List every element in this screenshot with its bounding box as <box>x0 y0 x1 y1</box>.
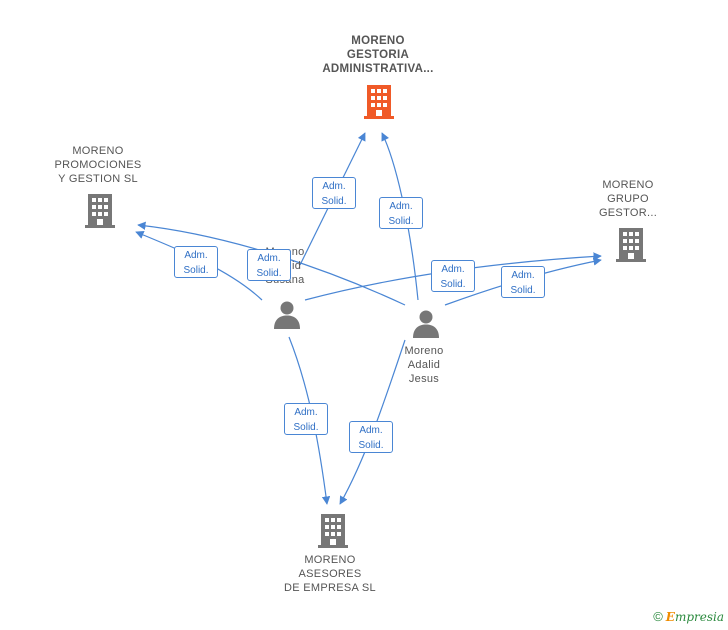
node-label-grupo: MORENO GRUPO GESTOR... <box>598 179 658 219</box>
edge-label-jesus-grupo[interactable]: Adm.Solid. <box>501 266 545 298</box>
node-label-promociones: MORENO PROMOCIONES Y GESTION SL <box>54 145 142 185</box>
edge-label-jesus-gestoria[interactable]: Adm.Solid. <box>379 197 423 229</box>
building-icon[interactable] <box>616 227 646 263</box>
person-icon[interactable] <box>272 300 302 330</box>
edge-label-susana-gestoria[interactable]: Adm.Solid. <box>312 177 356 209</box>
edge-label-jesus-promociones[interactable]: Adm.Solid. <box>247 249 291 281</box>
person-icon[interactable] <box>411 309 441 339</box>
building-icon[interactable] <box>364 84 394 120</box>
edge-label-susana-asesores[interactable]: Adm.Solid. <box>284 403 328 435</box>
node-label-jesus: Moreno Adalid Jesus <box>404 345 444 385</box>
node-label-asesores: MORENO ASESORES DE EMPRESA SL <box>284 554 376 594</box>
node-label-gestoria: MORENO GESTORIA ADMINISTRATIVA... <box>322 35 434 75</box>
edge-label-susana-grupo[interactable]: Adm.Solid. <box>431 260 475 292</box>
brand-name: mpresia <box>674 610 724 624</box>
edge-label-susana-promociones[interactable]: Adm.Solid. <box>174 246 218 278</box>
brand-initial: E <box>665 610 675 624</box>
edge-label-jesus-asesores[interactable]: Adm.Solid. <box>349 421 393 453</box>
copyright-icon: © <box>653 609 663 624</box>
building-icon[interactable] <box>85 193 115 229</box>
footer-brand: ©Empresia <box>653 609 724 624</box>
building-icon[interactable] <box>318 513 348 549</box>
edge-jesus-gestoria <box>381 132 419 301</box>
